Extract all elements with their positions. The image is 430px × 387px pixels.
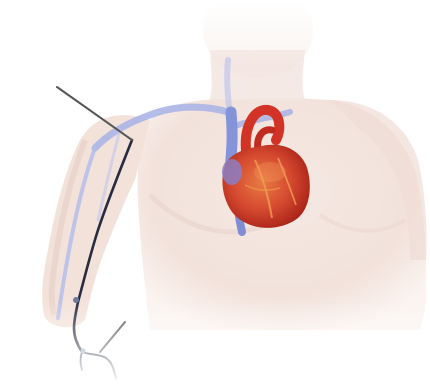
bottom-fade — [0, 300, 430, 387]
top-fade — [0, 0, 430, 60]
